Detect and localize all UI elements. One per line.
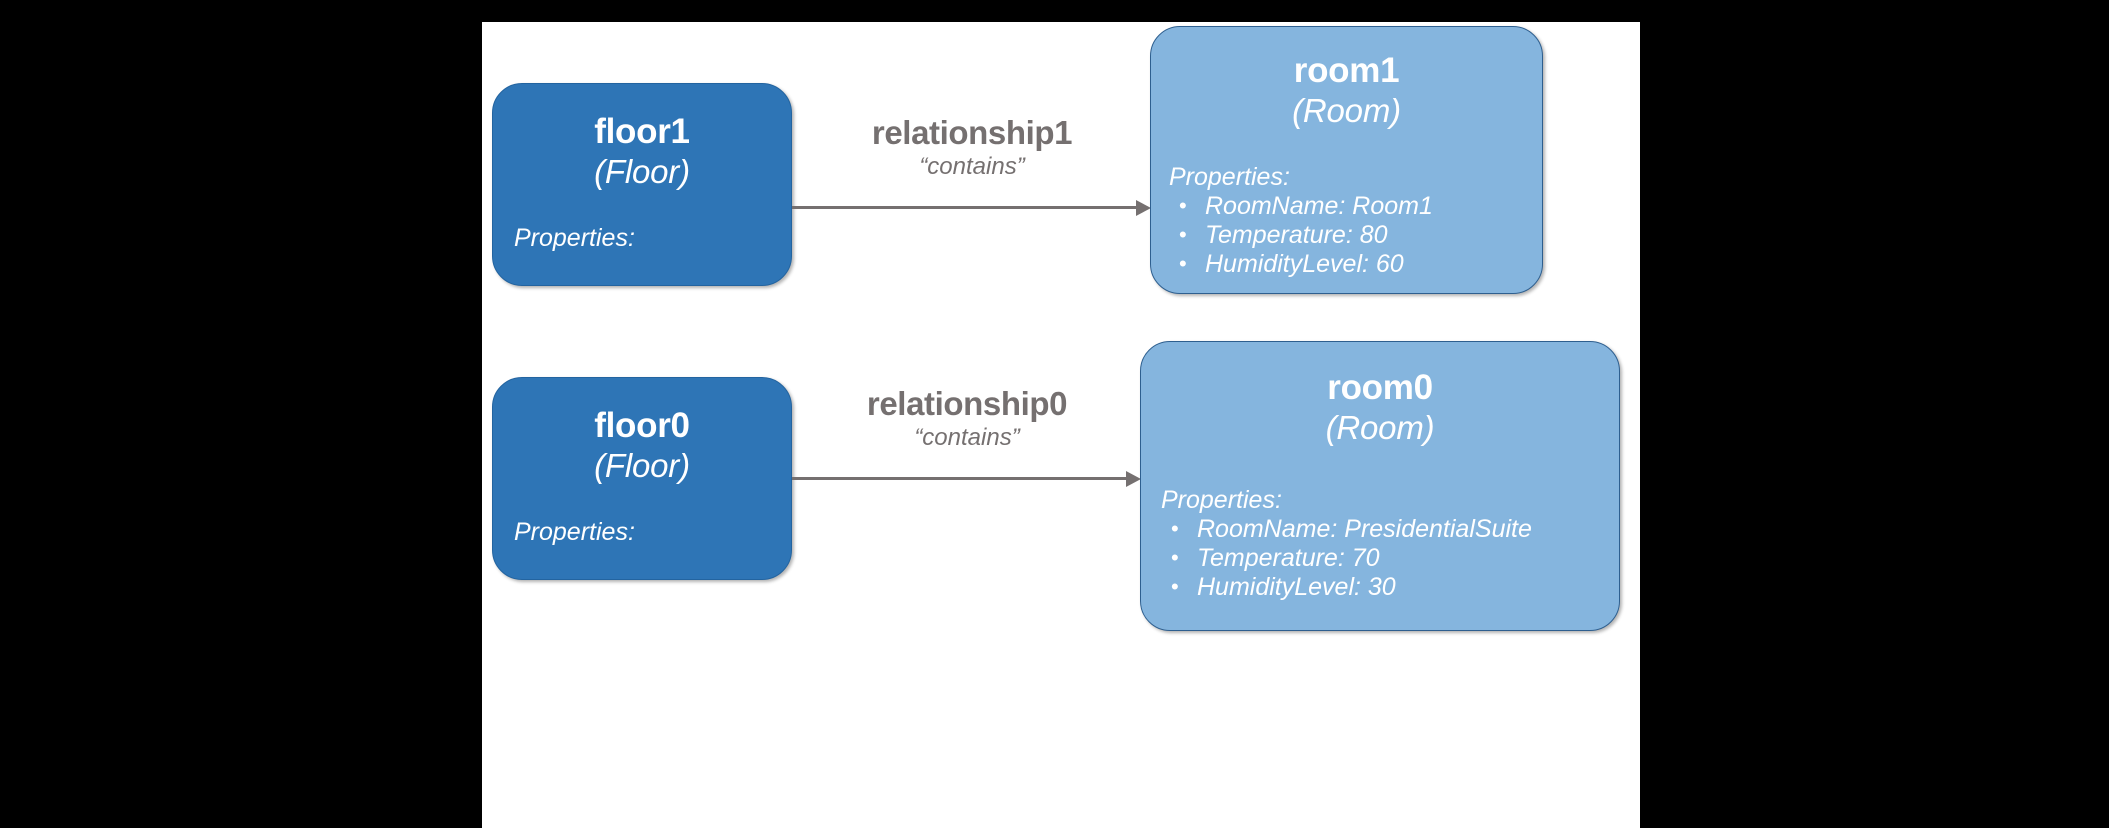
node-room0-properties-list: RoomName: PresidentialSuiteTemperature: … (1161, 514, 1619, 602)
node-room0-type: (Room) (1325, 409, 1435, 446)
node-room1-title: room1 (1293, 51, 1400, 90)
property-item: HumidityLevel: 30 (1161, 572, 1619, 602)
edge-relationship1-line (792, 206, 1138, 209)
node-room0[interactable]: room0 (Room) Properties: RoomName: Presi… (1140, 341, 1620, 631)
property-item: Temperature: 80 (1169, 220, 1542, 250)
property-item: HumidityLevel: 60 (1169, 249, 1542, 279)
node-floor1[interactable]: floor1 (Floor) Properties: (492, 83, 792, 286)
node-floor0[interactable]: floor0 (Floor) Properties: (492, 377, 792, 580)
edge-relationship0-name: relationship0 (866, 385, 1068, 422)
node-room1-properties-label: Properties: (1169, 163, 1290, 191)
edge-relationship0-line (792, 477, 1128, 480)
edge-relationship1-labels: relationship1 “contains” (822, 114, 1122, 181)
node-floor1-type: (Floor) (594, 153, 690, 190)
node-room0-properties-label: Properties: (1161, 486, 1282, 514)
node-room1-properties-list: RoomName: Room1Temperature: 80HumidityLe… (1169, 191, 1542, 279)
node-room1[interactable]: room1 (Room) Properties: RoomName: Room1… (1150, 26, 1543, 294)
edge-relationship0-kind: “contains” (914, 424, 1020, 451)
property-item: Temperature: 70 (1161, 543, 1619, 573)
node-floor0-title: floor0 (594, 406, 690, 445)
node-floor1-title: floor1 (594, 112, 690, 151)
edge-relationship1-kind: “contains” (919, 153, 1025, 180)
node-room0-title: room0 (1327, 368, 1433, 407)
property-item: RoomName: PresidentialSuite (1161, 514, 1619, 544)
node-floor1-properties-label: Properties: (514, 224, 635, 252)
arrow-right-icon (1136, 200, 1151, 216)
node-floor0-type: (Floor) (594, 447, 690, 484)
edge-relationship0-labels: relationship0 “contains” (817, 385, 1117, 452)
slide-canvas: floor1 (Floor) Properties: relationship1… (482, 22, 1640, 828)
property-item: RoomName: Room1 (1169, 191, 1542, 221)
node-room1-type: (Room) (1292, 92, 1401, 129)
edge-relationship1-name: relationship1 (871, 114, 1073, 151)
node-floor0-properties-label: Properties: (514, 518, 635, 546)
arrow-right-icon (1126, 471, 1141, 487)
